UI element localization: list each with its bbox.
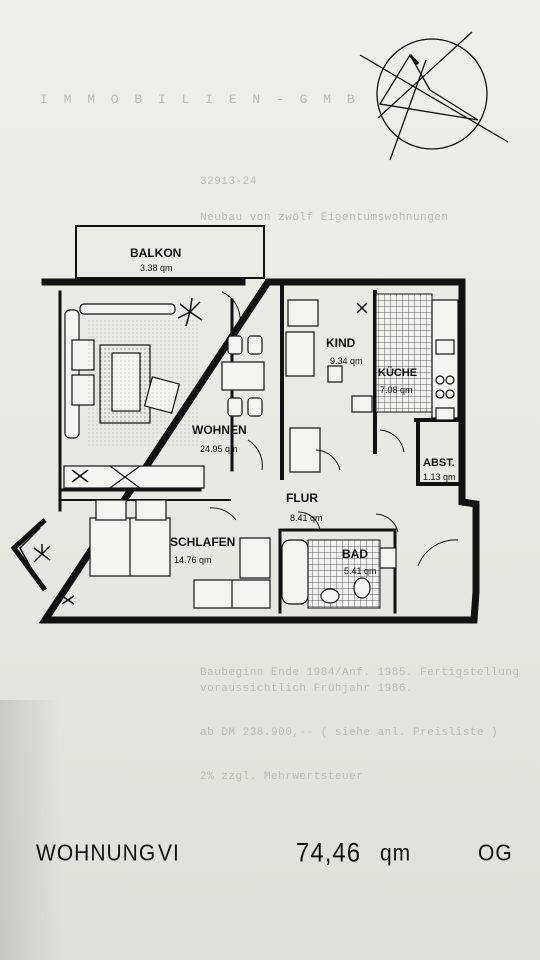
ghost-line-4: ab DM 238.900,-- ( siehe anl. Preisliste…	[200, 727, 499, 739]
door-swings	[209, 291, 459, 567]
ghost-line-5: 2% zzgl. Mehrwertsteuer	[200, 771, 364, 783]
room-area-flur: 8.41 qm	[290, 513, 323, 523]
paper-shadow	[0, 700, 60, 960]
total-area: 74,46	[296, 838, 362, 869]
north-arrow-icon	[359, 31, 509, 161]
plant-icon	[33, 297, 368, 605]
floor-label: OG	[478, 840, 513, 867]
bedroom-furniture	[89, 499, 271, 609]
ghost-code: 32913-24	[200, 176, 257, 188]
kitchen-tiles	[375, 293, 433, 413]
room-label-wohnen: WOHNEN	[192, 423, 247, 437]
kids-room-furniture	[285, 299, 373, 473]
ghost-line-2: Baubeginn Ende 1984/Anf. 1985. Fertigste…	[200, 667, 520, 679]
unit-label: WOHNUNG	[36, 840, 157, 867]
room-labels: BALKON 3.38 qm WOHNEN 24.95 qm KIND 9.34…	[130, 246, 456, 576]
bathroom-fixtures	[281, 539, 397, 605]
room-label-bad: BAD	[342, 547, 368, 561]
room-area-kind: 9.34 qm	[330, 356, 363, 366]
ghost-header: I M M O B I L I E N - G M B	[40, 92, 359, 107]
bath-tiles	[307, 539, 381, 609]
room-label-abst: ABST.	[423, 457, 455, 469]
room-label-schlafen: SCHLAFEN	[170, 535, 235, 549]
balcony-outline	[75, 225, 265, 279]
room-area-schlafen: 14.76 qm	[174, 555, 212, 565]
bay-window	[10, 518, 48, 592]
rug	[88, 320, 198, 446]
outer-walls	[38, 278, 480, 624]
room-area-kueche: 7.08 qm	[380, 385, 413, 395]
room-label-kueche: KÜCHE	[378, 366, 417, 379]
area-unit: qm	[380, 840, 412, 867]
room-label-balkon: BALKON	[130, 246, 181, 260]
room-area-balkon: 3.38 qm	[140, 263, 173, 273]
kitchen-appliances	[431, 299, 459, 421]
room-area-wohnen: 24.95 qm	[200, 444, 238, 454]
room-area-abst: 1.13 qm	[423, 472, 456, 482]
room-label-flur: FLUR	[286, 491, 318, 505]
unit-number: VI	[158, 840, 180, 867]
ghost-line-1: Neubau von zwölf Eigentumswohnungen	[200, 212, 449, 224]
room-label-kind: KIND	[326, 336, 356, 350]
room-area-bad: 5.41 qm	[344, 566, 377, 576]
interior-walls	[280, 280, 464, 486]
ghost-line-3: voraussichtlich Frühjahr 1986.	[200, 683, 414, 695]
